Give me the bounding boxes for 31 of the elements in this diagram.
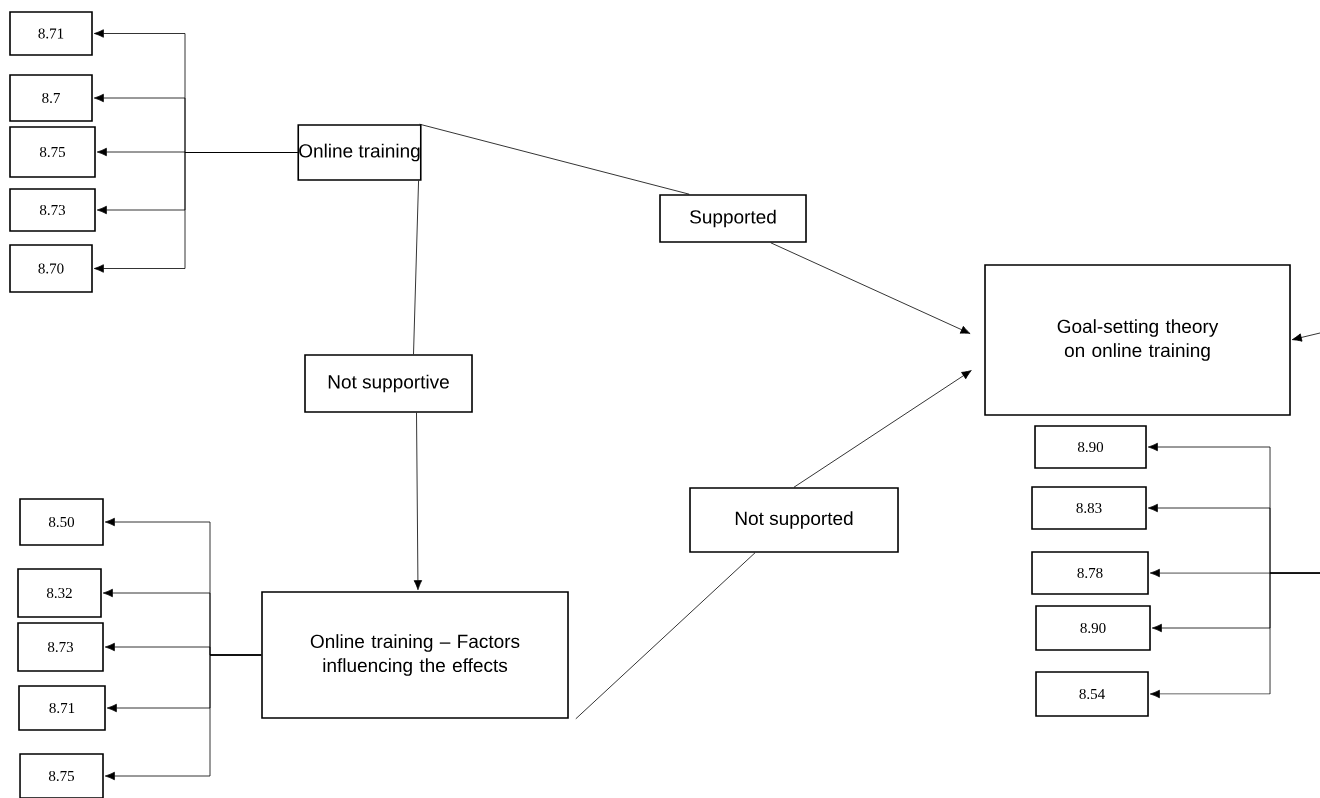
process-box: Not supported bbox=[689, 487, 899, 553]
value-box: 8.70 bbox=[9, 244, 93, 293]
connector-line bbox=[413, 180, 419, 355]
value-box: 8.50 bbox=[19, 498, 104, 546]
value-box: 8.90 bbox=[1035, 605, 1151, 651]
value-box: 8.71 bbox=[9, 11, 93, 56]
value-box: 8.7 bbox=[9, 74, 93, 122]
value-box: 8.75 bbox=[9, 126, 96, 178]
arrow bbox=[93, 152, 298, 273]
connector-line bbox=[419, 123, 690, 195]
value-box: 8.54 bbox=[1035, 671, 1149, 717]
value-box: 8.71 bbox=[18, 685, 106, 731]
process-box: Online training – Factors influencing the effects bbox=[261, 591, 569, 719]
process-box: Not supportive bbox=[304, 354, 473, 413]
value-box: 8.32 bbox=[17, 568, 102, 618]
connector-line bbox=[575, 552, 756, 720]
process-box: Online training bbox=[297, 124, 422, 181]
process-box: Goal-setting theory on online training bbox=[984, 264, 1291, 416]
value-box: 8.83 bbox=[1031, 486, 1147, 530]
arrow bbox=[104, 654, 262, 781]
arrow bbox=[1291, 332, 1320, 342]
value-box: 8.73 bbox=[17, 622, 104, 672]
value-box: 8.75 bbox=[19, 753, 104, 798]
arrow bbox=[793, 370, 972, 488]
value-box: 8.78 bbox=[1031, 551, 1149, 595]
value-box: 8.90 bbox=[1034, 425, 1147, 469]
process-box: Supported bbox=[659, 194, 807, 243]
arrow bbox=[1149, 572, 1320, 699]
value-box: 8.73 bbox=[9, 188, 96, 232]
arrow bbox=[770, 242, 971, 334]
arrow bbox=[413, 412, 423, 591]
